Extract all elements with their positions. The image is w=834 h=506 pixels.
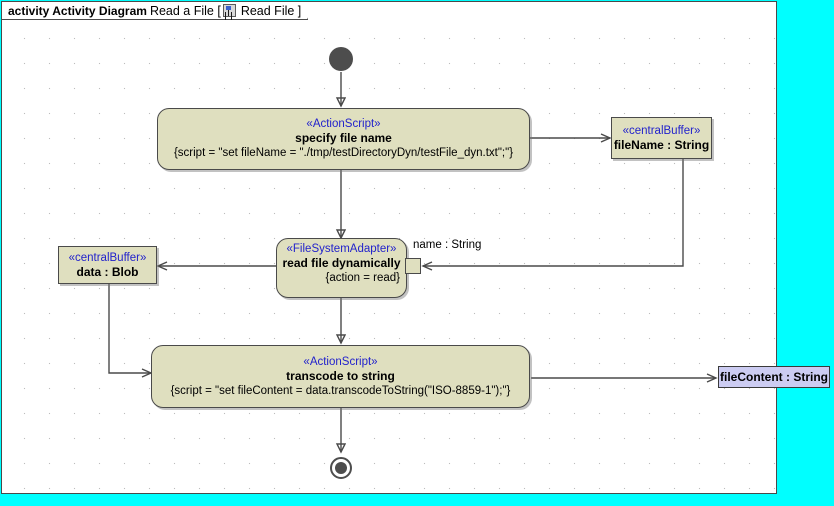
diagram-tab-name: Read File ]: [240, 3, 302, 18]
object-node-name: fileContent : String: [720, 369, 828, 384]
action-name: read file dynamically: [282, 256, 401, 270]
action-stereotype: «ActionScript»: [306, 118, 381, 130]
diagram-icon: [223, 4, 236, 17]
initial-node[interactable]: [329, 47, 353, 71]
diagram-title: Read a File [: [149, 3, 221, 18]
central-buffer-filename[interactable]: «centralBuffer» fileName : String: [611, 117, 712, 159]
action-read-file-dynamically[interactable]: «FileSystemAdapter» read file dynamicall…: [276, 238, 407, 298]
buffer-name: fileName : String: [613, 137, 710, 152]
action-stereotype: «FileSystemAdapter»: [286, 243, 397, 255]
object-node-filecontent[interactable]: fileContent : String: [718, 366, 830, 388]
activity-diagram-frame: «ActionScript» specify file name {script…: [1, 1, 777, 494]
action-specify-file-name[interactable]: «ActionScript» specify file name {script…: [157, 108, 530, 170]
buffer-name: data : Blob: [76, 264, 139, 279]
buffer-stereotype: «centralBuffer»: [68, 251, 147, 264]
action-constraint: {action = read}: [325, 272, 401, 284]
action-constraint: {script = "set fileName = "./tmp/testDir…: [173, 147, 514, 159]
input-pin-label: name : String: [413, 239, 482, 251]
edge-data-buffer-to-transcode: [108, 283, 153, 378]
diagram-keyword: activity Activity Diagram: [8, 3, 147, 18]
input-pin-name[interactable]: [405, 258, 421, 274]
action-constraint: {script = "set fileContent = data.transc…: [170, 384, 511, 397]
action-name: specify file name: [295, 131, 392, 145]
diagram-header-tab[interactable]: activity Activity Diagram Read a File [ …: [2, 2, 308, 20]
central-buffer-data[interactable]: «centralBuffer» data : Blob: [58, 246, 157, 284]
action-transcode-to-string[interactable]: «ActionScript» transcode to string {scri…: [151, 345, 530, 408]
action-name: transcode to string: [286, 368, 395, 383]
buffer-stereotype: «centralBuffer»: [622, 124, 701, 137]
action-stereotype: «ActionScript»: [303, 355, 378, 368]
activity-final-inner: [335, 462, 347, 474]
